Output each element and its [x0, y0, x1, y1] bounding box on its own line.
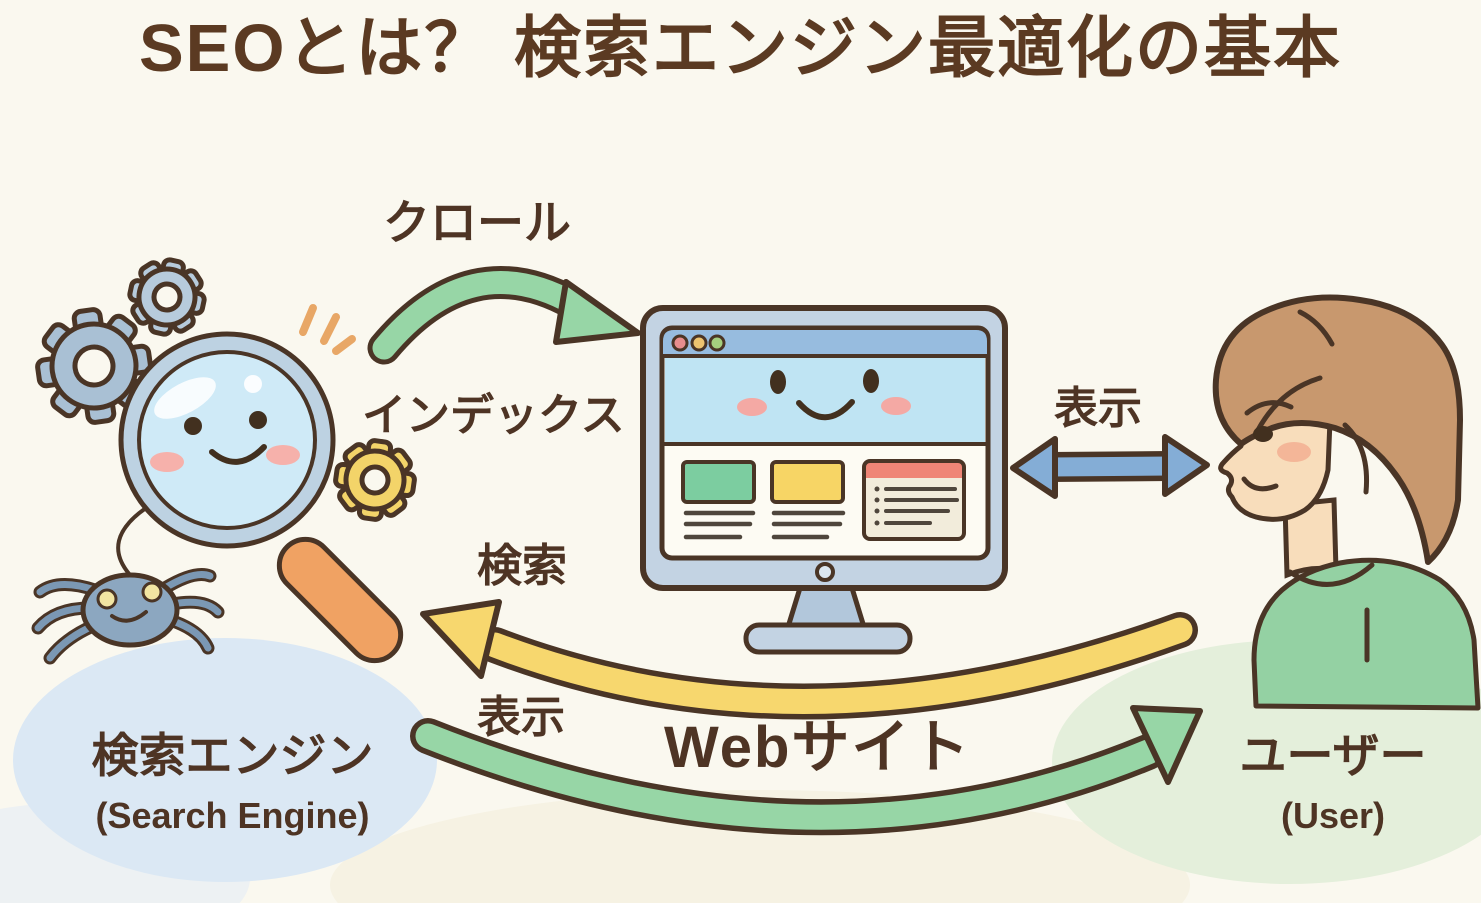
website-face — [737, 369, 911, 421]
display-double-arrow-icon — [1010, 434, 1210, 499]
magnifying-glass-icon — [118, 331, 404, 664]
browser-dot-yellow — [690, 334, 708, 352]
website-monitor-icon — [640, 305, 1008, 655]
page-title: SEOとは？ 検索エンジン最適化の基本 — [138, 11, 1343, 86]
browser-dot-green — [708, 334, 726, 352]
user-face — [1241, 400, 1311, 492]
label-index: インデックス — [362, 391, 625, 440]
browser-dot-red — [671, 334, 689, 352]
user-name-en: (User) — [1280, 795, 1386, 836]
label-search: 検索 — [477, 540, 568, 591]
content-card — [862, 459, 966, 541]
webpage-content — [681, 459, 966, 541]
gear-icon-yellow — [333, 438, 417, 522]
gear-icon-small — [127, 257, 207, 337]
crawl-arrow-icon — [367, 266, 641, 365]
search-arrow-icon — [420, 599, 1198, 720]
spider-icon — [31, 506, 225, 665]
label-website: Webサイト — [664, 715, 972, 780]
user-name: ユーザー — [1239, 729, 1427, 782]
monitor-camera-dot — [815, 562, 835, 582]
results-arrow-icon — [410, 705, 1203, 836]
sparkle-icon — [299, 304, 356, 355]
search-engine-blob — [13, 638, 437, 882]
search-engine-face — [150, 411, 300, 472]
gear-icon-large — [35, 307, 153, 425]
label-display-results: 表示 — [477, 693, 565, 742]
user-label: ユーザー (User) — [1192, 717, 1474, 837]
label-display-to-user: 表示 — [1054, 384, 1142, 433]
browser-bar — [663, 330, 987, 358]
label-crawl: クロール — [383, 196, 571, 249]
search-engine-label: 検索エンジン (Search Engine) — [35, 717, 430, 837]
search-engine-name-en: (Search Engine) — [95, 795, 370, 836]
user-person-icon — [1212, 294, 1481, 711]
search-engine-name: 検索エンジン — [91, 729, 374, 782]
